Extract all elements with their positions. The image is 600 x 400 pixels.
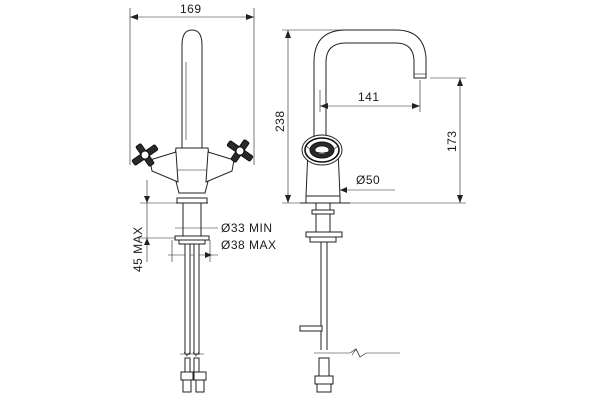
- left-hose-fitting: [180, 371, 194, 381]
- spout-height-label: 173: [445, 130, 459, 152]
- left-hose-nut: [182, 379, 192, 393]
- fixing-shank: [182, 202, 202, 238]
- side-break-line: [314, 348, 400, 358]
- side-view: 238 141 173 Ø50: [273, 29, 466, 393]
- reach-dimension-label: 141: [358, 90, 380, 104]
- right-supply-hose: [193, 243, 200, 355]
- deck-arrow-bottom: [144, 238, 150, 245]
- right-hose-fitting: [193, 371, 207, 381]
- side-base-ring: [305, 195, 341, 204]
- hose-break-mark-left: [183, 351, 191, 357]
- side-shank: [315, 202, 331, 234]
- left-cross-handle: [131, 143, 159, 167]
- side-break-zigzag: [351, 348, 361, 358]
- spout-tube: [181, 29, 203, 149]
- right-valve-arm: [205, 151, 235, 183]
- width-dimension-label: 169: [180, 2, 202, 16]
- side-lock-nut: [309, 236, 337, 243]
- mixer-body: [172, 147, 212, 194]
- deck-thickness-label: 45 MAX: [131, 226, 145, 272]
- hole-max-label: Ø38 MAX: [221, 238, 277, 252]
- hose-break-mark-right: [192, 351, 200, 357]
- hole-max-arrow: [205, 252, 212, 258]
- side-hose-fitting: [314, 375, 334, 385]
- height-dimension-label: 238: [273, 110, 287, 132]
- deck-arrow-top: [144, 196, 150, 203]
- right-hose-nut: [195, 379, 205, 393]
- base-diameter-label: Ø50: [356, 173, 380, 187]
- left-supply-hose: [184, 243, 191, 355]
- popup-rod-connector: [299, 325, 323, 332]
- base-dia-arrow: [340, 187, 347, 193]
- side-hose-lower: [318, 357, 330, 379]
- lock-washer: [174, 235, 210, 241]
- front-view: 169 45: [129, 2, 277, 393]
- left-valve-arm: [149, 151, 179, 183]
- hole-min-label: Ø33 MIN: [221, 221, 273, 235]
- base-ring: [176, 197, 208, 204]
- right-cross-handle: [226, 139, 254, 163]
- side-lock-washer: [305, 231, 343, 238]
- side-gasket: [311, 209, 335, 215]
- lock-nut: [178, 239, 206, 245]
- side-handle-wheel: [301, 134, 343, 166]
- side-hose-nut: [316, 383, 332, 393]
